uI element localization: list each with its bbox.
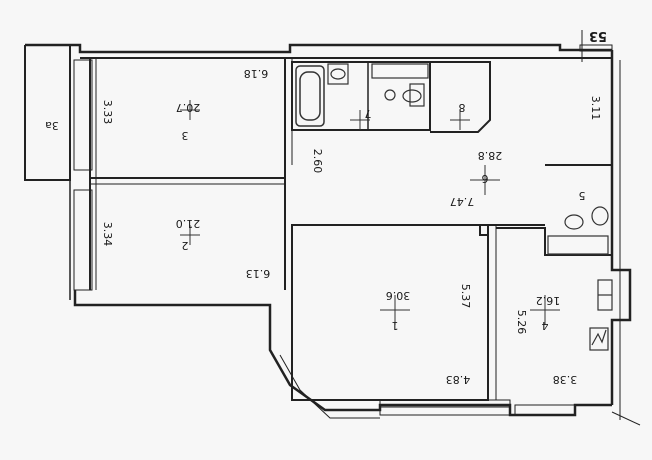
svg-text:28.8: 28.8 (478, 149, 503, 162)
svg-text:30.6: 30.6 (386, 289, 411, 302)
svg-text:3.38: 3.38 (553, 373, 578, 386)
toilet-fixture-2 (547, 206, 609, 255)
svg-text:8: 8 (459, 101, 466, 114)
room-4-labels: 4 16.2 5.26 3.38 (515, 294, 577, 386)
svg-text:6.13: 6.13 (246, 267, 271, 280)
svg-text:2: 2 (182, 239, 189, 252)
svg-text:3.34: 3.34 (101, 222, 114, 247)
center-markers (180, 100, 560, 325)
svg-text:6: 6 (482, 172, 489, 185)
svg-text:3: 3 (182, 129, 189, 142)
room-5-label: 5 (579, 189, 586, 202)
svg-text:2.60: 2.60 (311, 149, 324, 174)
walls (24, 43, 641, 426)
windows (73, 44, 613, 416)
svg-text:4: 4 (542, 319, 549, 332)
sink-fixture (327, 63, 349, 85)
svg-text:3.33: 3.33 (101, 100, 114, 125)
room-1-labels: 1 30.6 5.37 4.83 (386, 284, 472, 386)
room-7-label: 7 (365, 107, 372, 120)
svg-text:5.37: 5.37 (459, 284, 472, 309)
svg-text:4.83: 4.83 (446, 373, 471, 386)
room-2-labels: 2 21.0 3.34 6.13 (101, 217, 270, 280)
room-3a-label: 3a (45, 119, 59, 132)
room-3-labels: 3 20.7 3.33 6.18 (101, 67, 268, 142)
svg-text:3a: 3a (45, 119, 59, 132)
room-6-labels: 6 28.8 7.47 2.60 (311, 149, 502, 208)
bathtub-fixture (295, 65, 325, 127)
svg-text:1: 1 (392, 319, 399, 332)
svg-text:7: 7 (365, 107, 372, 120)
svg-text:20.7: 20.7 (176, 101, 201, 114)
svg-text:5: 5 (579, 189, 586, 202)
kitchen-stove-icon (589, 279, 613, 351)
svg-text:6.18: 6.18 (244, 67, 269, 80)
svg-text:5.26: 5.26 (515, 310, 528, 335)
svg-text:16.2: 16.2 (536, 294, 561, 307)
svg-text:3.11: 3.11 (589, 96, 602, 121)
svg-text:7.47: 7.47 (450, 195, 475, 208)
room-8-labels: 8 3.11 (459, 96, 603, 121)
toilet-fixture (371, 63, 429, 107)
section-label: 53 (589, 28, 607, 43)
svg-text:21.0: 21.0 (176, 217, 201, 230)
